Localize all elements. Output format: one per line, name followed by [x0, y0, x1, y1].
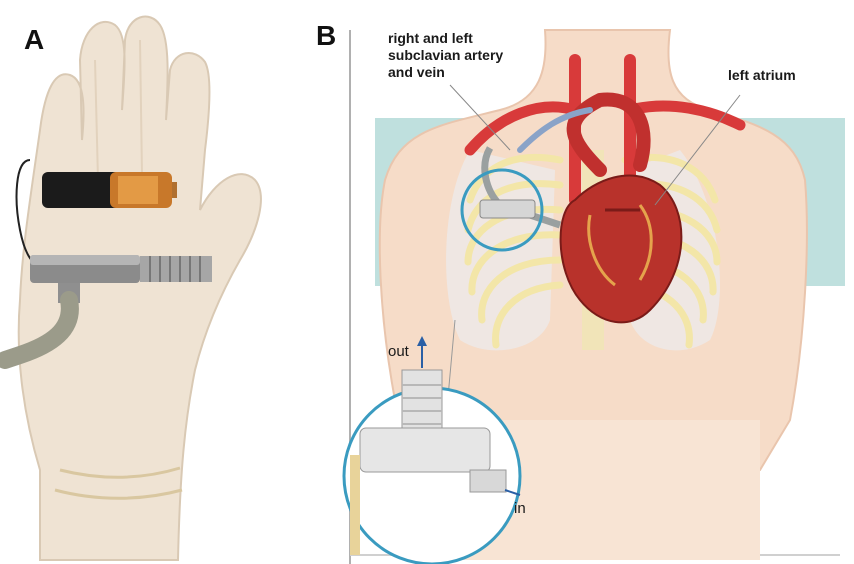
- subclavian-label-line-3: and vein: [388, 64, 503, 81]
- subclavian-label-line-2: subclavian artery: [388, 47, 503, 64]
- outlet-label: out: [388, 343, 409, 360]
- gloved-hand: [19, 17, 261, 560]
- panel-a-label: A: [24, 24, 44, 56]
- battery: [42, 172, 177, 208]
- subclavian-label: right and left subclavian artery and vei…: [388, 30, 503, 81]
- subclavian-label-line-1: right and left: [388, 30, 503, 47]
- left-atrium-label: left atrium: [728, 67, 796, 84]
- panel-b-label: B: [316, 20, 336, 52]
- inlet-label: in: [514, 500, 526, 517]
